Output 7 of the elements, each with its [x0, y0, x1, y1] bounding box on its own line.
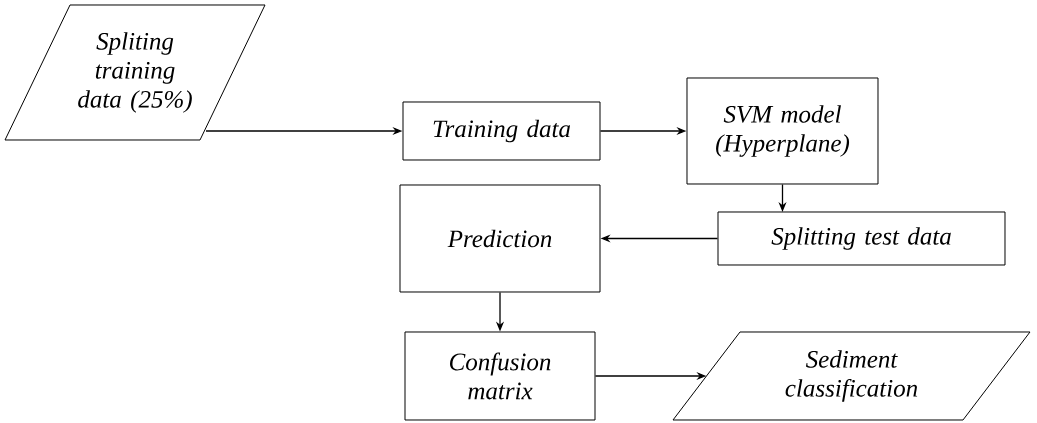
process-box: Training data — [402, 101, 601, 161]
process-box: Confusion matrix — [404, 331, 596, 421]
process-box: Prediction — [399, 184, 601, 293]
data-parallelogram: Sediment classification — [672, 331, 1031, 421]
process-box: Splitting test data — [717, 211, 1006, 266]
data-parallelogram: Spliting training data (25%) — [4, 4, 266, 141]
process-box: SVM model (Hyperplane) — [686, 77, 879, 185]
